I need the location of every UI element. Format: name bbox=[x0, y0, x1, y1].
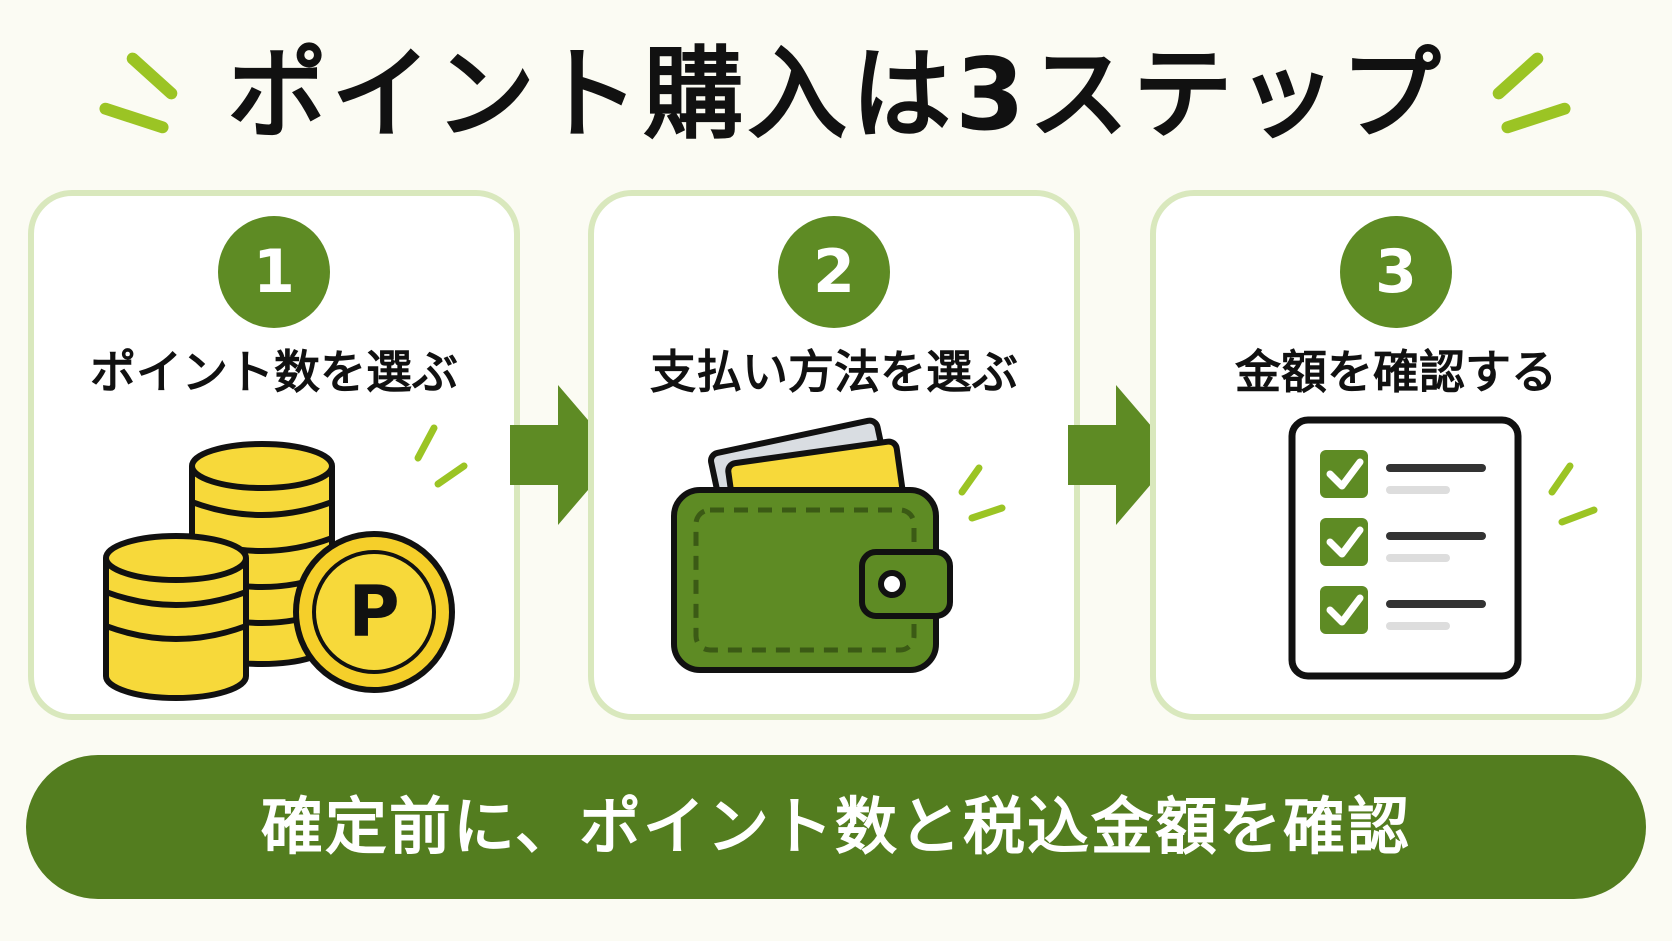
step-label: ポイント数を選ぶ bbox=[90, 345, 458, 399]
step-card-3: 3 金額を確認する bbox=[1150, 190, 1642, 720]
page-title: ポイント購入は3ステップ bbox=[227, 36, 1445, 153]
step-card-2: 2 支払い方法を選ぶ bbox=[588, 190, 1080, 720]
wallet-icon bbox=[671, 417, 1006, 673]
step-card-1: 1 ポイント数を選ぶ P bbox=[28, 190, 520, 720]
step-label: 金額を確認する bbox=[1235, 345, 1557, 399]
coin-letter: P bbox=[348, 571, 399, 653]
checklist-icon bbox=[1288, 416, 1598, 680]
confirmation-banner: 確定前に、ポイント数と税込金額を確認 bbox=[26, 755, 1646, 899]
coins-icon: P bbox=[103, 424, 468, 701]
arrow-right-icon bbox=[510, 385, 618, 525]
step-number-badge: 2 bbox=[778, 216, 890, 328]
step-number-badge: 3 bbox=[1340, 216, 1452, 328]
step-number-badge: 1 bbox=[218, 216, 330, 328]
step-label: 支払い方法を選ぶ bbox=[650, 345, 1018, 399]
arrow-right-icon bbox=[1068, 385, 1176, 525]
